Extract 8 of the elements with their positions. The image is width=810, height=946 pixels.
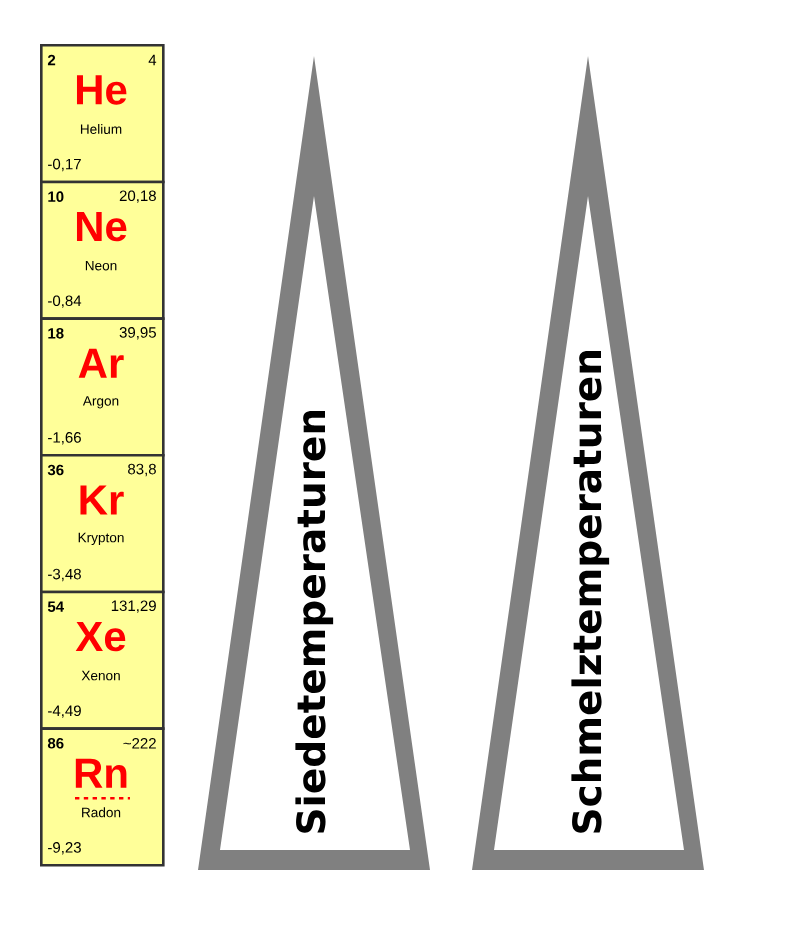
element-symbol: Kr: [80, 485, 124, 515]
vertical-label: Siedetemperaturen: [295, 410, 334, 833]
element-symbol: Ne: [77, 212, 127, 242]
element-symbol: He: [77, 75, 127, 105]
element-symbol: Xe: [75, 622, 126, 652]
element-symbol: Ar: [78, 348, 124, 378]
element-symbol: Rn: [75, 758, 127, 788]
vertical-label: Schmelztemperaturen: [571, 351, 610, 833]
